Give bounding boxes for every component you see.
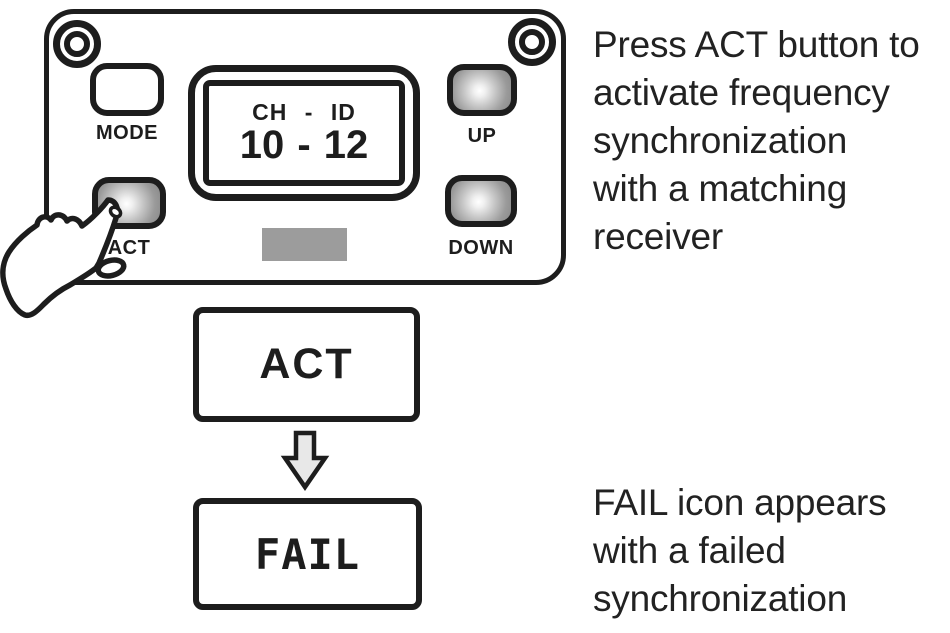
- fail-flow-box: FAIL: [193, 498, 422, 610]
- down-arrow-icon: [280, 430, 330, 491]
- press-act-note: Press ACT button to activate frequency s…: [593, 24, 920, 257]
- pointing-hand-icon: [0, 197, 127, 319]
- mode-button-label: MODE: [96, 122, 158, 144]
- screw-icon: [64, 31, 90, 57]
- up-button-label: UP: [467, 125, 497, 147]
- lcd-display: CH - ID 10 - 12: [203, 80, 405, 186]
- ir-window: [262, 228, 347, 261]
- act-button-label: ACT: [107, 237, 151, 259]
- fail-flow-label: FAIL: [254, 529, 361, 579]
- act-flow-label: ACT: [259, 340, 354, 388]
- fail-sync-note: FAIL icon appears with a failed synchron…: [593, 482, 887, 619]
- up-button: [447, 64, 517, 116]
- down-button: [445, 175, 517, 227]
- lcd-channel-id-value: 10 - 12: [239, 122, 369, 167]
- act-flow-box: ACT: [193, 307, 420, 422]
- down-button-label: DOWN: [448, 237, 514, 259]
- lcd-channel-id-header: CH - ID: [252, 98, 356, 125]
- screw-icon: [519, 29, 545, 55]
- mode-button: [90, 63, 164, 116]
